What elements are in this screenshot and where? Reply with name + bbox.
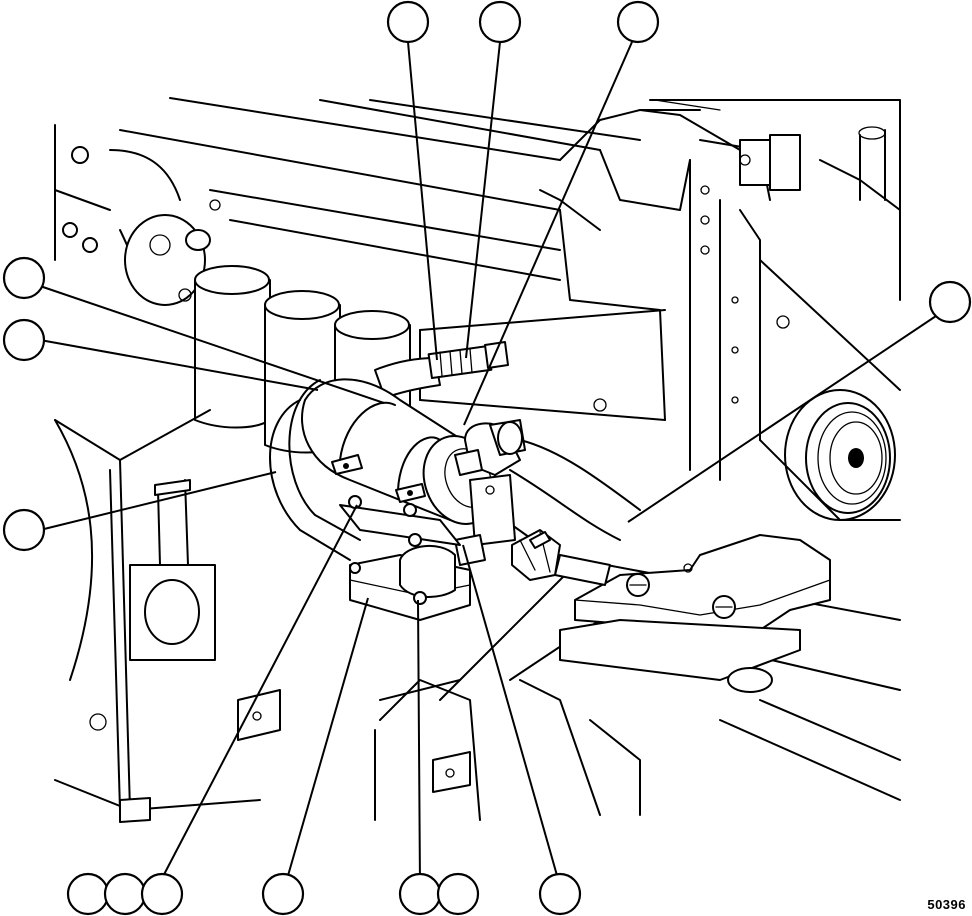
callout-bottom-7 — [538, 872, 582, 916]
callout-bottom-5 — [398, 872, 442, 916]
pump-assembly — [301, 378, 526, 621]
pulley — [784, 389, 896, 521]
callout-bottom-3 — [140, 872, 184, 916]
callout-leaders — [39, 41, 946, 887]
callout-left-1 — [2, 256, 46, 300]
callout-top-2 — [478, 0, 522, 44]
figure-id-label: 50396 — [927, 897, 966, 912]
callout-top-1 — [386, 0, 430, 44]
callout-bottom-2 — [103, 872, 147, 916]
callout-bottom-1 — [66, 872, 110, 916]
engine-mount — [559, 534, 831, 693]
callout-left-3 — [2, 508, 46, 552]
callout-bottom-4 — [261, 872, 305, 916]
callout-top-3 — [616, 0, 660, 44]
callout-left-2 — [2, 318, 46, 362]
side-cabinet — [54, 409, 281, 823]
callout-right-1 — [928, 280, 972, 324]
left-panel — [54, 124, 221, 306]
engine-block — [119, 97, 901, 521]
right-fitting — [511, 529, 561, 581]
upper-fitting — [427, 341, 509, 380]
callout-bottom-6 — [436, 872, 480, 916]
